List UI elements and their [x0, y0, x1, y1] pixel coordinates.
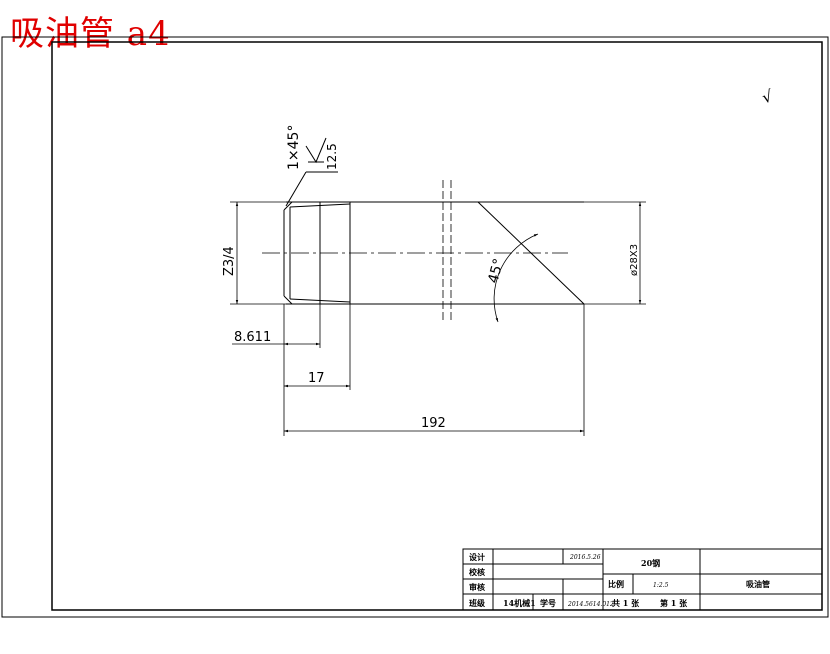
title-block-text: 设计 2016.5.26 校核 审核 班级 14机械1 学号 2014.5614… [469, 552, 770, 608]
tb-scale-label: 比例 [608, 579, 624, 589]
tb-class-value: 14机械1 [503, 598, 536, 608]
diameter-label: ø28X3 [629, 244, 640, 276]
tb-id-value: 2014.5614.012 [567, 601, 614, 608]
roughness-label: 12.5 [325, 143, 339, 170]
angle-label: 45° [485, 257, 507, 285]
chamfer-label: 1×45° [286, 125, 302, 170]
d3-label: 192 [421, 416, 446, 431]
dim-d1 [232, 304, 321, 436]
dim-angle [493, 233, 539, 323]
dim-d2 [284, 304, 351, 390]
d1-label: 8.611 [234, 330, 271, 345]
tb-class-label: 班级 [469, 598, 486, 608]
tb-sheets-total: 共 1 张 [612, 598, 640, 608]
tb-part-name: 吸油管 [746, 579, 770, 589]
d2-label: 17 [308, 371, 325, 386]
tb-sheet-no: 第 1 张 [660, 598, 688, 608]
tb-material: 20钢 [641, 558, 660, 568]
tb-review-label: 审核 [469, 582, 485, 592]
drawing-title: 吸油管 a4 [10, 14, 171, 54]
tb-design-label: 设计 [469, 552, 485, 562]
title-block [462, 548, 823, 611]
tb-scale-value: 1:2.5 [653, 582, 669, 589]
dim-diameter [584, 201, 646, 305]
break-lines [442, 180, 452, 322]
dim-d3 [284, 304, 585, 436]
tb-design-date: 2016.5.26 [569, 554, 601, 561]
thread-label: Z3/4 [222, 246, 237, 276]
outer-border [1, 36, 829, 618]
inner-border [51, 41, 823, 611]
chamfer-callout [285, 137, 338, 207]
dim-thread [230, 201, 286, 305]
tb-id-label: 学号 [540, 598, 556, 608]
tb-check-label: 校核 [469, 567, 485, 577]
roughness-symbol: √ [760, 86, 776, 107]
